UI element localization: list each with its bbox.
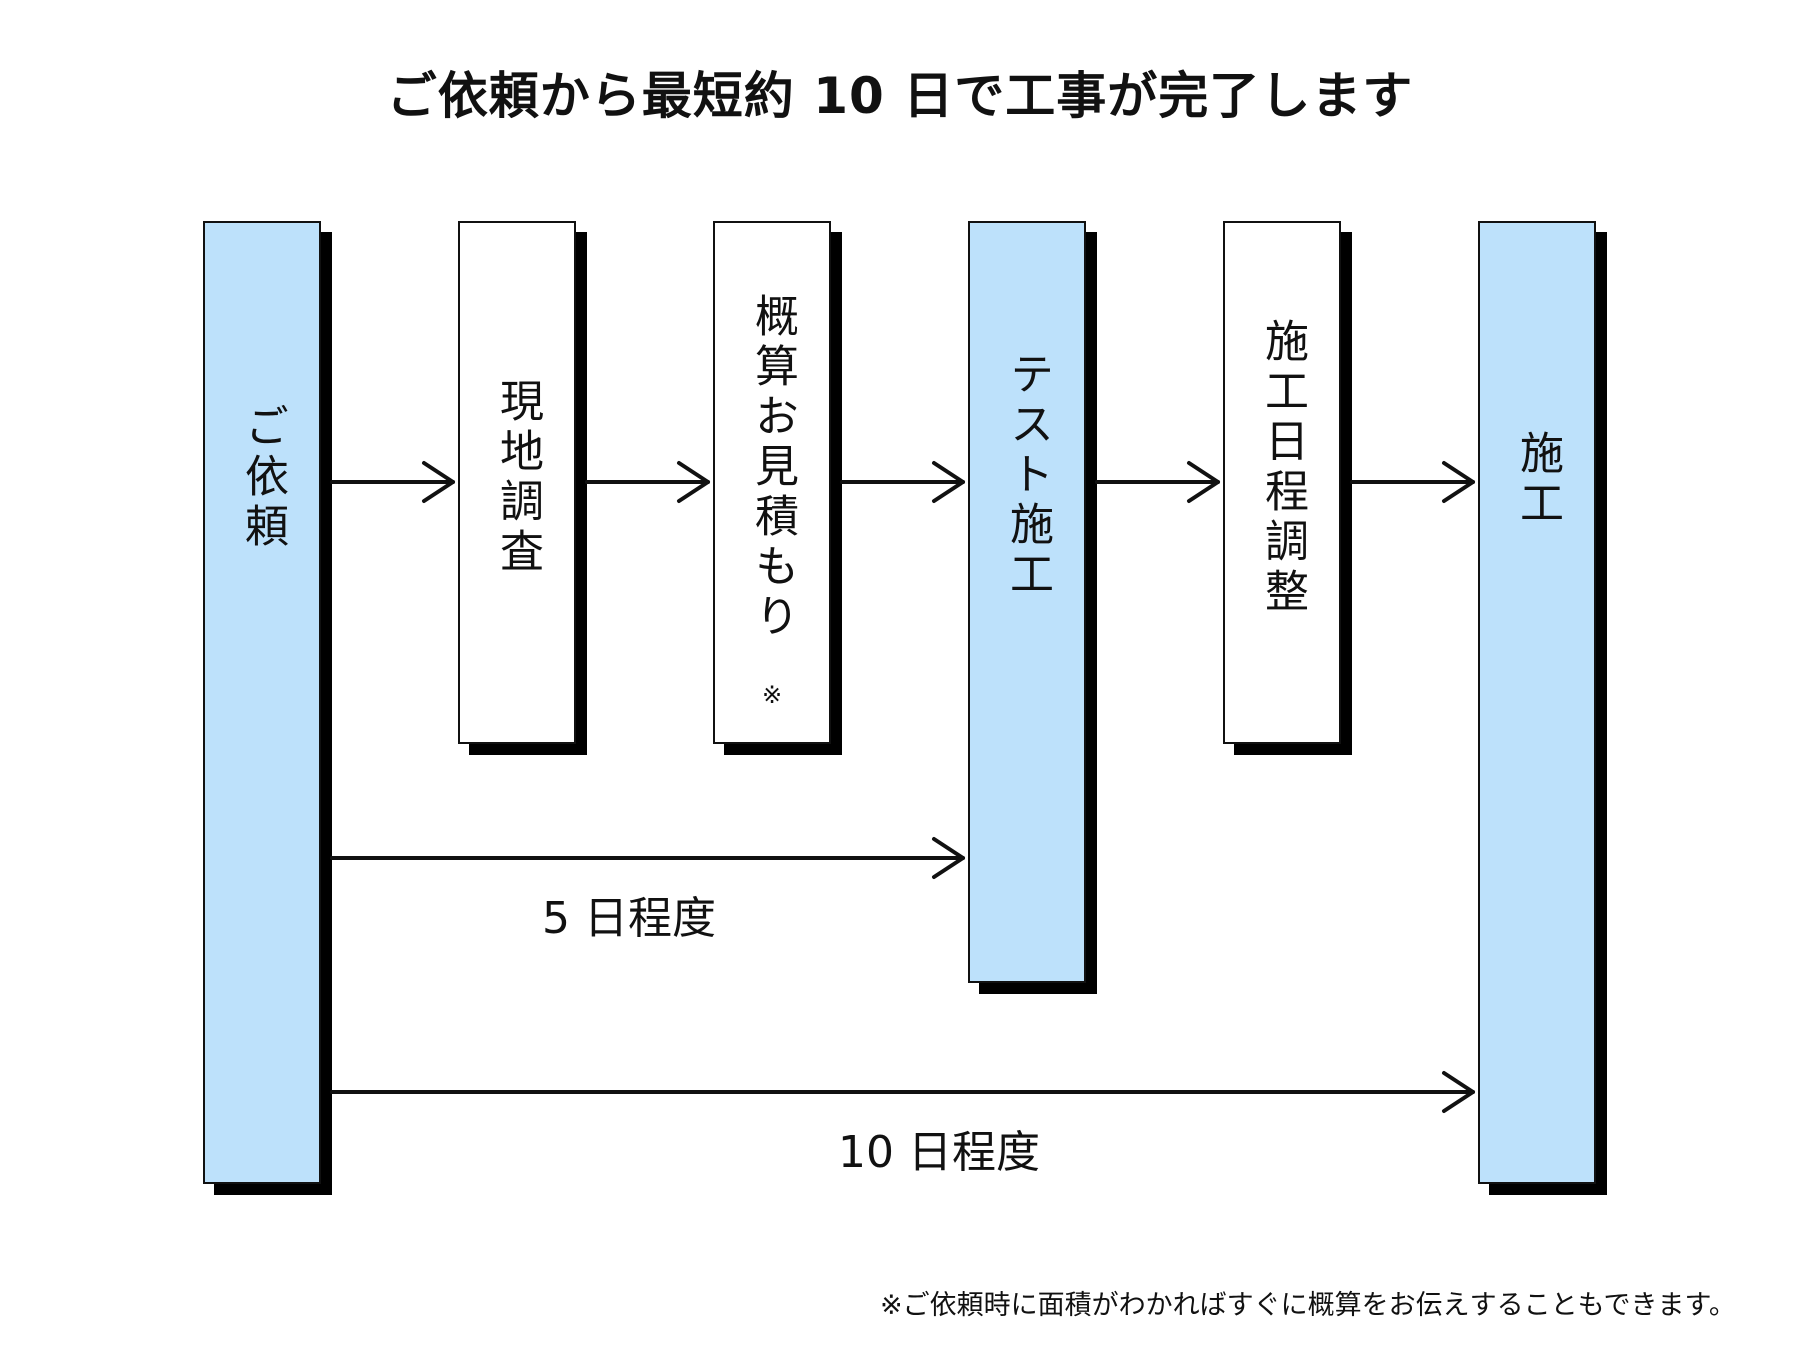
step-request: ご依頼: [203, 221, 321, 1184]
step-schedule-adjustment: 施工日程調整: [1223, 221, 1341, 744]
duration-label-5-days: 5 日程度: [542, 893, 716, 944]
step-test-construction: テスト施工: [968, 221, 1086, 983]
arrow-test-to-schedule: [1095, 461, 1220, 503]
arrow-10-days: [330, 1071, 1475, 1113]
step-label: 施工: [1512, 430, 1563, 530]
step-site-survey: 現地調査: [458, 221, 576, 744]
arrow-request-to-survey: [330, 461, 455, 503]
arrow-estimate-to-test: [840, 461, 965, 503]
arrow-schedule-to-construction: [1350, 461, 1475, 503]
step-label: 施工日程調整: [1257, 318, 1308, 618]
duration-label-10-days: 10 日程度: [838, 1127, 1040, 1178]
arrow-5-days: [330, 837, 965, 879]
step-rough-estimate: 概算お見積もり ※: [713, 221, 831, 744]
diagram-title: ご依頼から最短約 10 日で工事が完了します: [386, 67, 1414, 125]
step-label: ご依頼: [237, 403, 288, 553]
step-label: 現地調査: [492, 378, 543, 578]
footnote: ※ご依頼時に面積がわかればすぐに概算をお伝えすることもできます。: [880, 1290, 1736, 1321]
step-construction: 施工: [1478, 221, 1596, 1184]
step-label: テスト施工: [1002, 351, 1053, 601]
step-label: 概算お見積もり: [747, 293, 798, 643]
arrow-survey-to-estimate: [585, 461, 710, 503]
note-mark: ※: [761, 681, 783, 709]
